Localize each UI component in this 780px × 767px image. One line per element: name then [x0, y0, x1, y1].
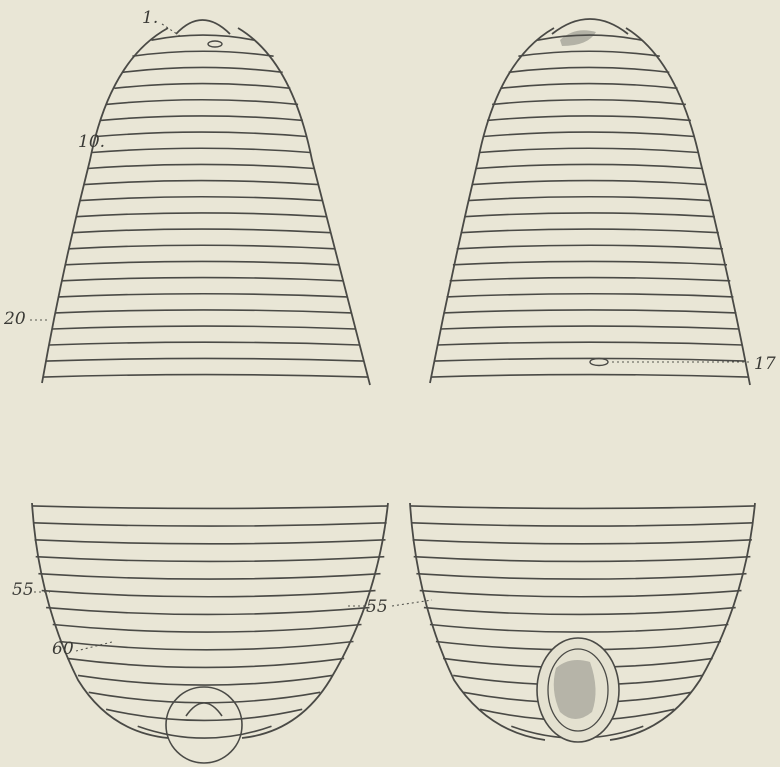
segment-furrow [420, 591, 742, 597]
segment-furrow [479, 148, 698, 152]
segment-furrow [59, 294, 348, 297]
body-outline [32, 503, 168, 738]
annotations: 1. 10. 20 17 55 55 60 [3, 8, 776, 659]
segment-furrow [492, 100, 686, 105]
segment-furrow [430, 625, 729, 633]
segment-furrow [411, 523, 753, 526]
segment-furrow [49, 342, 360, 345]
segment-furrow [410, 506, 755, 509]
segment-furrow [472, 181, 707, 185]
segment-furrow [36, 557, 385, 562]
segment-furrow [46, 608, 369, 615]
segment-furrow [101, 116, 303, 121]
label-segment-10: 10. [78, 132, 105, 152]
body-outline [626, 28, 750, 385]
segment-furrow [123, 67, 283, 72]
label-segment-1: 1. [142, 8, 158, 28]
segment-furrow [453, 261, 727, 264]
segment-furrow [88, 164, 315, 168]
segment-furrow [431, 375, 749, 378]
segment-furrow [65, 261, 339, 264]
segment-furrow [69, 245, 335, 249]
segment-furrow [487, 116, 691, 121]
segment-furrow [416, 574, 746, 579]
anal-segment [166, 687, 242, 763]
segment-furrow [106, 100, 298, 105]
segment-furrow [53, 625, 362, 633]
segment-furrow [476, 164, 703, 168]
body-outline [430, 28, 554, 383]
segment-furrow [414, 557, 751, 562]
segment-furrow [443, 310, 736, 313]
body-outline [42, 28, 168, 383]
segment-furrow [464, 213, 715, 217]
segment-furrow [440, 326, 739, 329]
segment-furrow [33, 523, 386, 526]
genital-pore [590, 359, 608, 366]
anterior-ventral-panel [430, 19, 750, 385]
segment-furrow [92, 148, 311, 152]
prostomium [176, 20, 230, 34]
segment-furrow [35, 540, 386, 544]
label-segment-55-mid: 55 [366, 597, 388, 617]
body-outline [610, 503, 755, 740]
segment-furrow [62, 278, 343, 281]
segment-furrow [78, 675, 332, 685]
segment-furrow [43, 375, 368, 378]
segment-furrow [67, 658, 344, 667]
segment-furrow [151, 35, 254, 40]
segment-furrow [518, 51, 659, 56]
segment-furrow [55, 310, 351, 313]
segment-furrow [413, 540, 752, 544]
segment-furrow [461, 229, 719, 233]
label-segment-55-left: 55 [12, 580, 34, 600]
posterior-dorsal-panel [32, 503, 388, 763]
posterior-ventral-panel [410, 503, 755, 742]
segment-furrow [468, 197, 711, 201]
body-outline [410, 503, 545, 740]
segment-furrow [509, 67, 670, 72]
segment-furrow [424, 608, 736, 615]
segment-furrow [80, 197, 323, 201]
segment-furrow [42, 591, 376, 597]
anal-plate-stipple [554, 660, 596, 719]
mouth-pore [208, 41, 222, 47]
segment-furrow [450, 278, 731, 281]
segment-furrow [46, 358, 364, 361]
segment-furrow [38, 574, 380, 579]
segment-furrow [114, 84, 290, 89]
segment-furrow [96, 132, 307, 136]
segment-furrow [32, 506, 388, 509]
anterior-dorsal-panel [42, 20, 370, 385]
segment-furrow [59, 642, 353, 650]
body-outline [242, 503, 388, 738]
segment-furrow [73, 229, 331, 233]
segment-furrow [500, 84, 677, 89]
segment-furrow [447, 294, 734, 297]
segment-furrow [457, 245, 723, 249]
label-ventral-right: 17 [754, 354, 776, 374]
prostomium-stipple [560, 30, 596, 46]
segment-furrow [76, 213, 326, 217]
segment-furrow [437, 342, 742, 345]
segment-furrow [483, 132, 694, 136]
segment-furrow [132, 51, 273, 56]
segment-furrow [52, 326, 355, 329]
segment-furrow [84, 181, 319, 185]
body-outline [238, 28, 370, 385]
label-segment-60: 60 [52, 639, 74, 659]
label-segment-20: 20 [3, 309, 26, 329]
